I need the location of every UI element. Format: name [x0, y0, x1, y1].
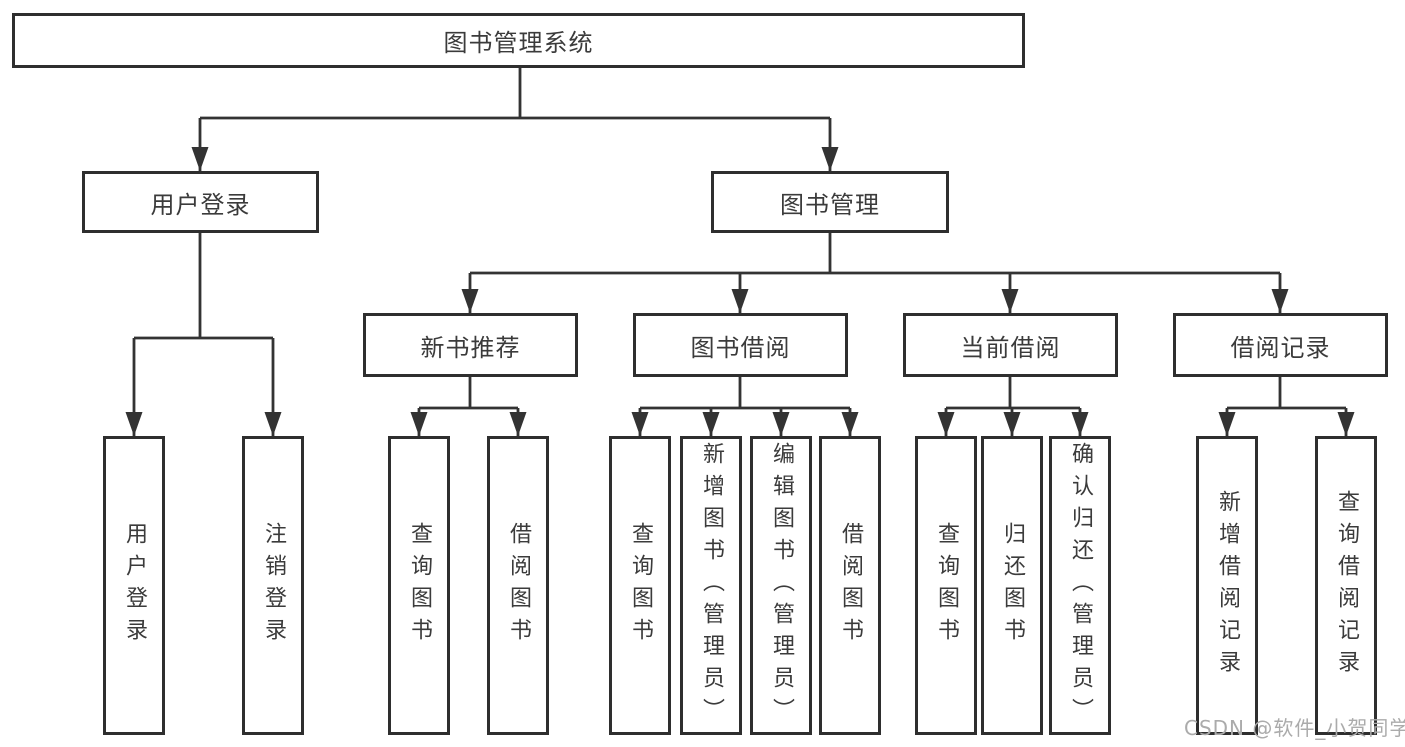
leaf-logout: 注销登录 — [242, 436, 304, 735]
leaf-borrow-query-books: 查询图书 — [609, 436, 671, 735]
leaf-confirm-return-admin: 确认归还（管理员） — [1049, 436, 1111, 735]
node-label: 图书借阅 — [690, 333, 791, 362]
node-label: 借阅图书 — [506, 521, 531, 650]
leaf-recommend-query-books: 查询图书 — [388, 436, 450, 735]
node-label: 新书推荐 — [420, 333, 521, 362]
node-label: 图书管理系统 — [443, 29, 594, 57]
node-label: 新增借阅记录 — [1215, 489, 1240, 682]
node-book-management: 图书管理 — [711, 171, 949, 233]
leaf-borrow-books: 借阅图书 — [819, 436, 881, 735]
node-label: 用户登录 — [122, 521, 147, 650]
leaf-add-books-admin: 新增图书（管理员） — [680, 436, 742, 735]
node-label: 确认归还（管理员） — [1068, 441, 1093, 730]
node-label: 归还图书 — [1000, 521, 1025, 650]
csdn-watermark: CSDN @软件_小贺同学 — [1184, 716, 1405, 740]
node-label: 注销登录 — [261, 521, 286, 650]
node-root-library-system: 图书管理系统 — [12, 13, 1025, 68]
node-user-login: 用户登录 — [82, 171, 319, 233]
leaf-edit-books-admin: 编辑图书（管理员） — [750, 436, 812, 735]
leaf-return-books: 归还图书 — [981, 436, 1043, 735]
node-label: 查询借阅记录 — [1334, 489, 1359, 682]
node-label: 借阅记录 — [1230, 333, 1331, 362]
leaf-recommend-borrow-books: 借阅图书 — [487, 436, 549, 735]
node-label: 编辑图书（管理员） — [769, 441, 794, 730]
node-label: 用户登录 — [150, 190, 251, 219]
leaf-user-login: 用户登录 — [103, 436, 165, 735]
node-label: 新增图书（管理员） — [699, 441, 724, 730]
node-label: 查询图书 — [407, 521, 432, 650]
node-label: 借阅图书 — [838, 521, 863, 650]
leaf-query-borrow-record: 查询借阅记录 — [1315, 436, 1377, 735]
node-new-book-recommend: 新书推荐 — [363, 313, 578, 377]
node-label: 查询图书 — [628, 521, 653, 650]
leaf-current-query-books: 查询图书 — [915, 436, 977, 735]
node-label: 图书管理 — [780, 190, 880, 219]
leaf-add-borrow-record: 新增借阅记录 — [1196, 436, 1258, 735]
node-current-borrow: 当前借阅 — [903, 313, 1118, 377]
node-label: 查询图书 — [934, 521, 959, 650]
node-label: 当前借阅 — [960, 333, 1061, 362]
node-book-borrow: 图书借阅 — [633, 313, 848, 377]
node-borrow-records: 借阅记录 — [1173, 313, 1388, 377]
